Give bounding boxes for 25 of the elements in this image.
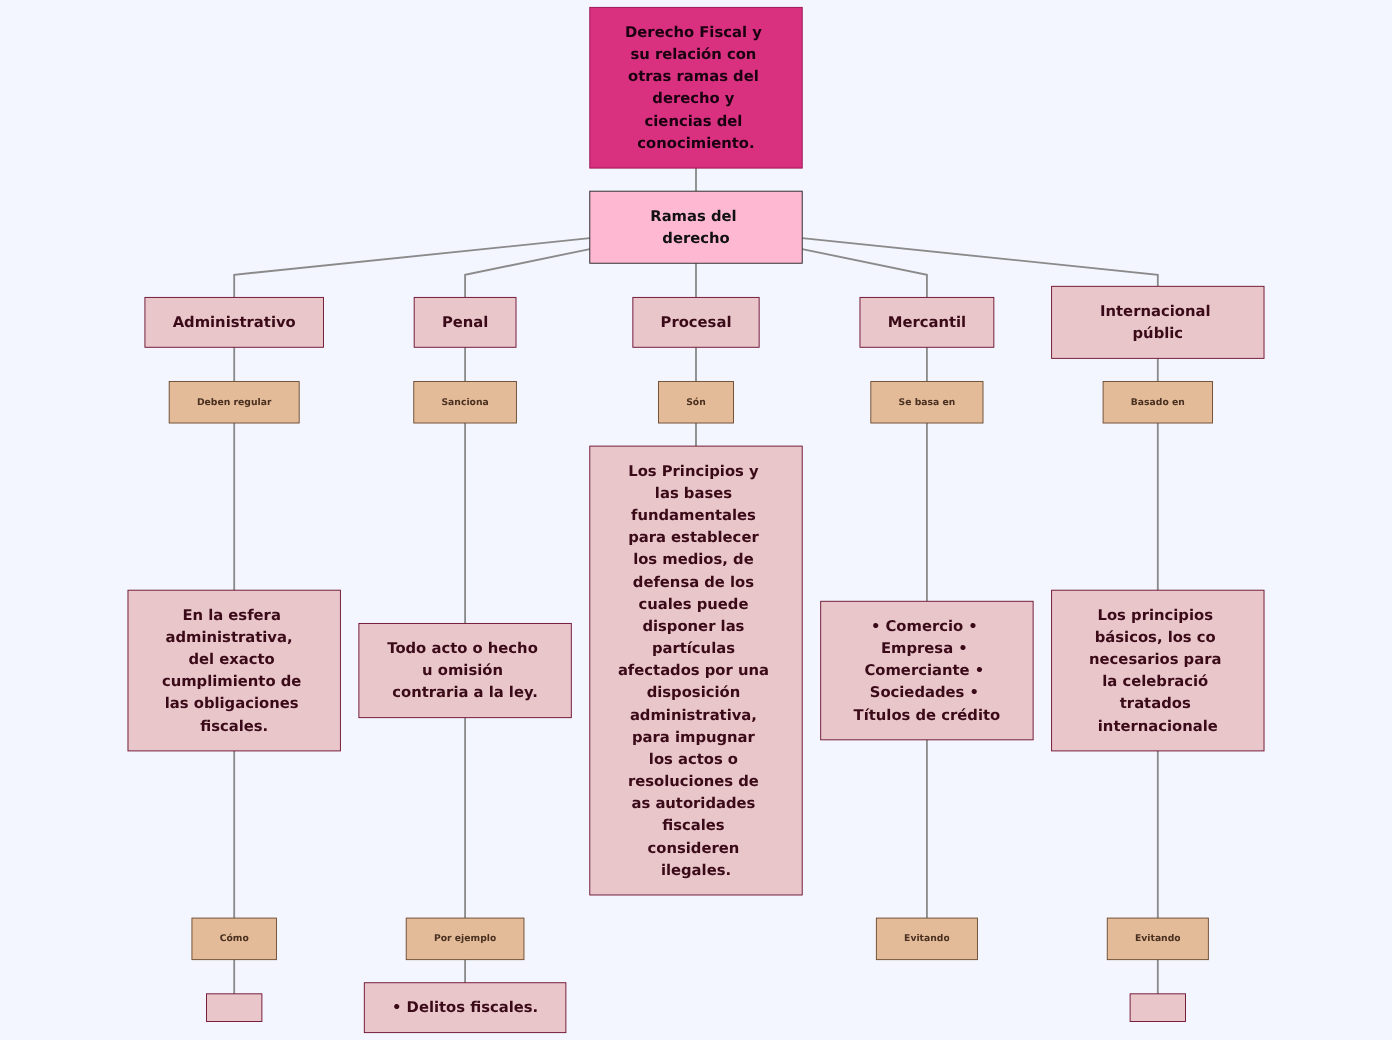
connector — [1156, 958, 1159, 995]
connector — [464, 346, 466, 383]
connector — [695, 346, 697, 383]
connector — [1156, 422, 1159, 592]
connector — [801, 248, 928, 299]
connector — [233, 422, 236, 592]
connector — [1156, 750, 1159, 919]
connector — [801, 237, 1159, 288]
connector — [464, 716, 466, 919]
connector — [464, 422, 466, 625]
connector — [926, 738, 928, 919]
connector — [233, 346, 236, 383]
connector — [464, 958, 466, 984]
connector — [464, 248, 591, 299]
connector — [233, 237, 591, 299]
connector — [1156, 357, 1159, 383]
node-box — [1129, 993, 1186, 1022]
connector — [233, 958, 236, 995]
node-box — [206, 993, 263, 1022]
connector — [926, 346, 928, 383]
connector — [233, 750, 236, 919]
connector — [695, 422, 697, 448]
connector — [695, 262, 697, 299]
connector — [695, 167, 697, 193]
connector — [926, 422, 928, 603]
